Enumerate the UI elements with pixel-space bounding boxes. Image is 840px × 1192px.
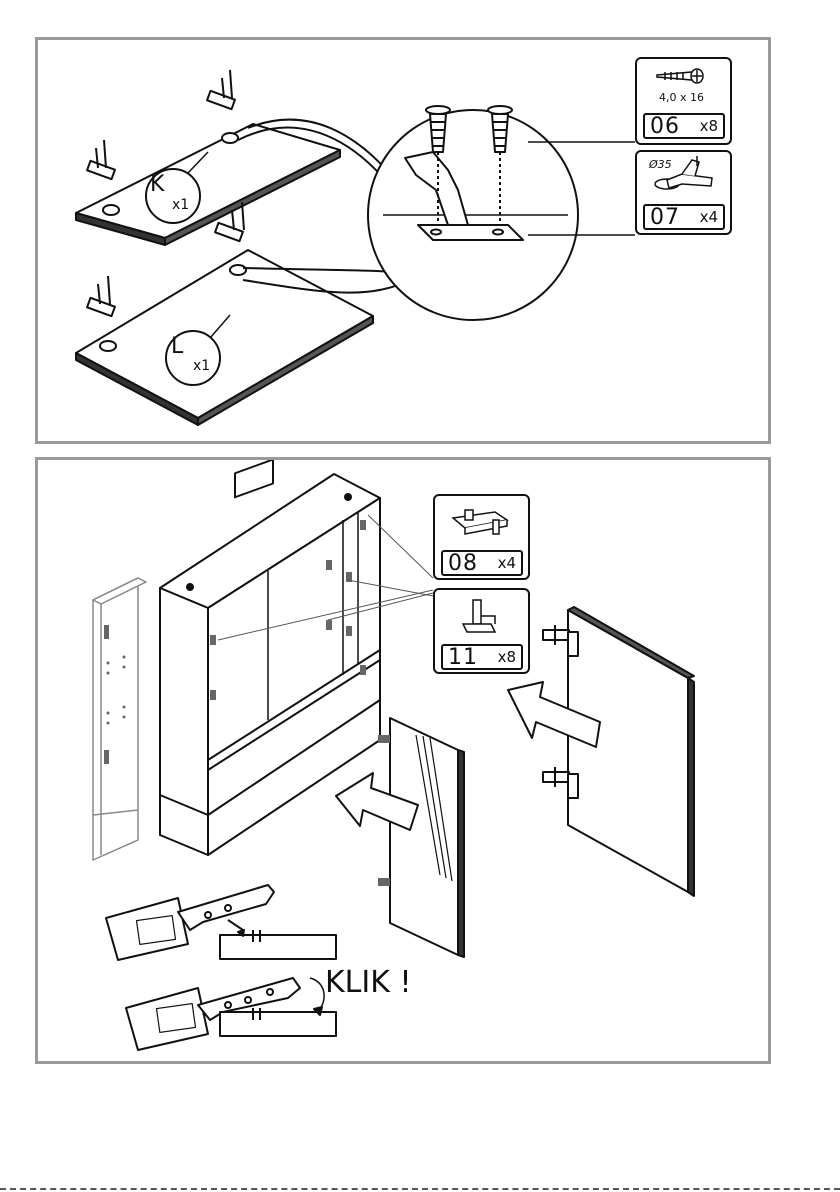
screw-icon	[637, 61, 730, 91]
light-switch-box	[235, 460, 273, 497]
klik-sound-label: KLIK !	[325, 965, 411, 1000]
hinge-small	[87, 140, 115, 179]
callout-letter-l: L	[171, 334, 183, 359]
part-number: 07	[650, 205, 680, 230]
part-code-11: 11 x8	[441, 644, 523, 670]
part-box-hinge-plate: 08 x4	[433, 494, 530, 580]
hinge-cup-hole	[100, 341, 116, 351]
part-code-06: 06 x8	[643, 113, 725, 139]
hinge-small	[87, 276, 115, 316]
door-left	[378, 718, 464, 957]
hinge-plate-icon	[435, 500, 528, 545]
bracket-icon	[435, 594, 528, 642]
part-box-bracket: 11 x8	[433, 588, 530, 674]
door-panel-l-top	[76, 250, 373, 418]
step-panel-hinge-mounting: K x1 L x1 4,0 x 16 06 x8 Ø35	[35, 37, 771, 444]
hinge-small	[207, 70, 235, 109]
hinge-cup-hole	[230, 265, 246, 275]
part-quantity: x4	[700, 208, 718, 226]
hinge-clip-detail-open	[106, 885, 336, 960]
part-quantity: x4	[498, 554, 516, 572]
part-quantity: x8	[498, 648, 516, 666]
part-number: 08	[448, 551, 478, 576]
callout-qty-k: x1	[172, 197, 189, 213]
part-quantity: x8	[700, 117, 718, 135]
hinge-clip-detail-closed	[126, 978, 336, 1050]
part-number: 11	[448, 645, 478, 670]
screw-size-label: 4,0 x 16	[659, 91, 704, 104]
hinge-cup-hole	[222, 133, 238, 143]
callout-qty-l: x1	[193, 358, 210, 374]
part-number: 06	[650, 114, 680, 139]
door-right	[543, 607, 694, 896]
part-code-07: 07 x4	[643, 204, 725, 230]
part-box-screw: 4,0 x 16 06 x8	[635, 57, 732, 145]
part-box-hinge: Ø35 07 x4	[635, 150, 732, 235]
part-code-08: 08 x4	[441, 550, 523, 576]
hinge-cup-hole	[103, 205, 119, 215]
hinge-icon	[637, 156, 730, 201]
page-bottom-dashed-edge	[0, 1188, 840, 1190]
cabinet-side-panel	[93, 578, 146, 860]
step-panel-door-attachment: 08 x4 11 x8 KLIK !	[35, 457, 771, 1064]
callout-letter-k: K	[150, 172, 164, 197]
